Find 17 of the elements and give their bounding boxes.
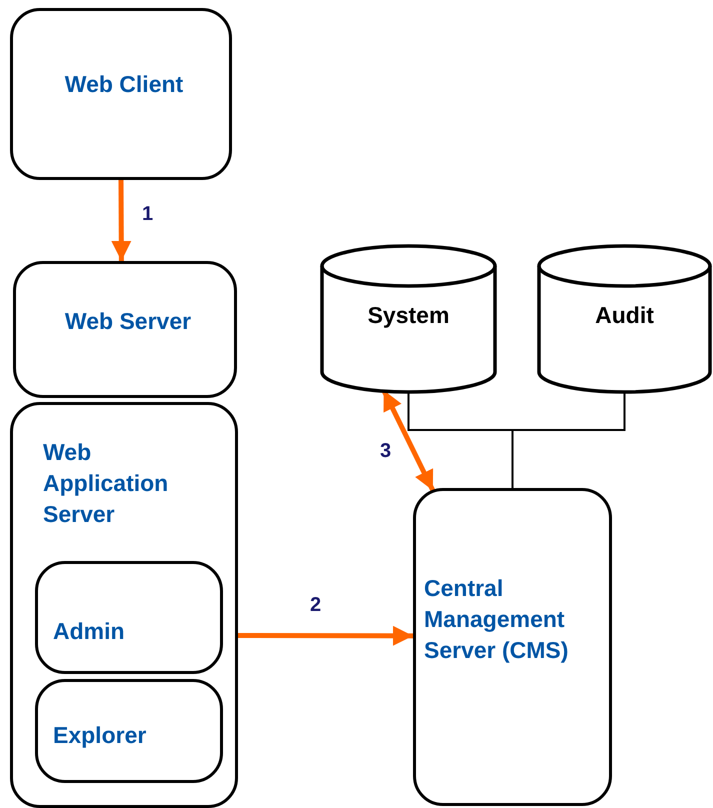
server-box xyxy=(35,561,223,674)
node-label: Admin xyxy=(53,617,126,646)
arrow xyxy=(238,626,413,646)
node-label: Explorer xyxy=(53,721,148,750)
connector-line xyxy=(512,392,626,488)
server-box xyxy=(413,488,612,806)
node-label: Web Application Server xyxy=(43,438,170,529)
server-box xyxy=(10,402,238,808)
node-label: System xyxy=(366,301,450,330)
node-label: Web Server xyxy=(64,307,192,336)
server-box xyxy=(10,8,232,180)
server-box xyxy=(13,261,237,398)
node-label: Web Client xyxy=(64,70,184,99)
arrow xyxy=(111,180,132,261)
node-label: Audit xyxy=(594,301,655,330)
server-box xyxy=(35,679,223,783)
node-label: Central Management Server (CMS) xyxy=(424,574,570,665)
